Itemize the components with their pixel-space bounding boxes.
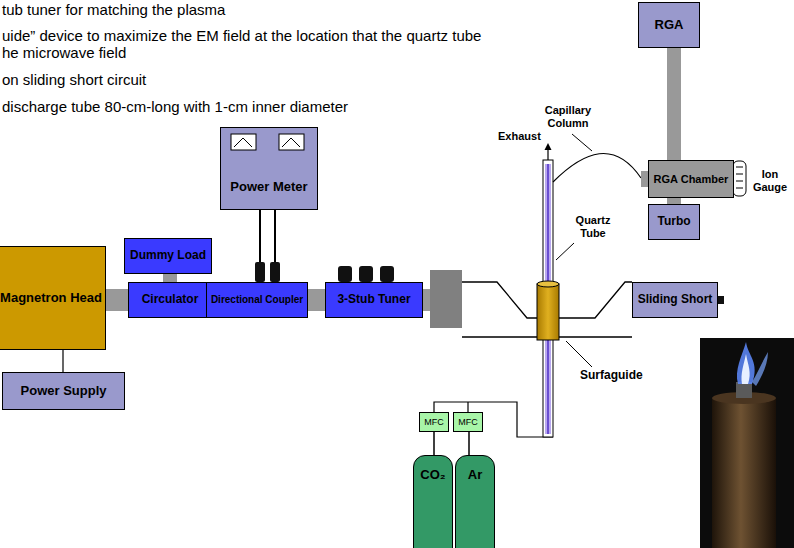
exhaust-arrow xyxy=(545,143,552,150)
waveguide-section xyxy=(423,289,431,311)
node-text: Magnetron Head xyxy=(0,291,102,306)
meter-dial xyxy=(279,134,304,150)
gas-feed-line xyxy=(467,402,468,412)
node-text: Power Supply xyxy=(21,384,107,399)
ion-gauge-symbol xyxy=(736,167,743,188)
leader-line xyxy=(572,134,592,151)
plasma-photo xyxy=(737,342,755,384)
cable-connector xyxy=(468,432,470,455)
power-supply: Power Supply xyxy=(2,372,125,410)
tuner-stub xyxy=(380,266,394,282)
rga-chamber: RGA Chamber xyxy=(648,160,734,198)
cable-connector xyxy=(433,432,435,455)
stub-tuner: 3-Stub Tuner xyxy=(325,282,423,318)
gas-cylinder: CO₂ xyxy=(413,455,453,548)
part-label: Quartz Tube xyxy=(566,214,620,239)
rga-box: RGA xyxy=(638,2,700,48)
note-text: tub tuner for matching the plasma xyxy=(2,1,225,18)
magnetron-head: Magnetron Head xyxy=(0,246,106,350)
power-meter: Power Meter xyxy=(220,127,318,210)
note-text: uide” device to maximize the EM field at… xyxy=(2,27,481,44)
node-text: Power Meter xyxy=(230,180,307,195)
meter-dial xyxy=(282,138,300,147)
node-text: Circulator xyxy=(142,293,199,307)
cable-plug xyxy=(255,262,265,282)
node-text: Sliding Short xyxy=(638,293,713,307)
node-text: Directional Coupler xyxy=(211,294,303,306)
waveguide-connector xyxy=(106,289,128,311)
cable-plug xyxy=(270,262,280,282)
plasma-photo xyxy=(712,398,776,548)
node-text: CO₂ xyxy=(420,468,445,483)
part-label: Capillary Column xyxy=(536,104,600,129)
note-text: he microwave field xyxy=(2,44,126,61)
directional-coupler: Directional Coupler xyxy=(206,282,308,318)
circulator: Circulator xyxy=(128,282,212,318)
surfaguide-gap-cylinder xyxy=(537,281,559,287)
part-label: Exhaust xyxy=(498,130,541,143)
meter-dial xyxy=(234,138,252,147)
surfaguide-gap-cylinder xyxy=(537,284,559,340)
cable-connector xyxy=(274,210,276,282)
plasma-photo xyxy=(741,354,749,384)
plasma-photo xyxy=(752,352,768,386)
waveguide-connector xyxy=(163,274,177,282)
sliding-short: Sliding Short xyxy=(632,282,718,318)
node-text: Dummy Load xyxy=(130,249,206,263)
gas-feed-line xyxy=(434,402,553,437)
note-text: discharge tube 80-cm-long with 1-cm inne… xyxy=(2,98,348,115)
exhaust-arrow xyxy=(547,149,548,160)
part-label: Surfaguide xyxy=(580,369,643,383)
capillary-column xyxy=(553,153,641,182)
node-text: RGA Chamber xyxy=(654,173,729,186)
short-knob xyxy=(718,296,724,304)
node-text: 3-Stub Tuner xyxy=(337,293,410,307)
tuner-stub xyxy=(359,266,373,282)
waveguide-connector xyxy=(667,48,681,160)
plasma-photo xyxy=(700,338,794,548)
note-text: on sliding short circuit xyxy=(2,71,146,88)
cable-connector xyxy=(62,350,63,372)
tuner-stub xyxy=(338,266,352,282)
waveguide-flange xyxy=(430,270,462,328)
waveguide-connector xyxy=(308,289,325,311)
node-text: MFC xyxy=(458,417,478,427)
mass-flow-controller: MFC xyxy=(419,412,449,432)
node-text: Turbo xyxy=(657,215,690,229)
leader-line xyxy=(556,243,574,260)
ion-gauge-symbol xyxy=(733,161,746,196)
cable-connector xyxy=(259,210,261,282)
plasma-photo xyxy=(736,382,752,398)
dummy-load: Dummy Load xyxy=(124,238,212,274)
mass-flow-controller: MFC xyxy=(453,412,483,432)
turbo-pump: Turbo xyxy=(648,204,700,240)
leader-line xyxy=(566,341,592,367)
node-text: MFC xyxy=(424,417,444,427)
node-text: RGA xyxy=(655,18,684,33)
meter-dial xyxy=(231,134,256,150)
node-text: Ar xyxy=(468,468,482,483)
gas-cylinder: Ar xyxy=(455,455,495,548)
part-label: Ion Gauge xyxy=(748,168,792,193)
